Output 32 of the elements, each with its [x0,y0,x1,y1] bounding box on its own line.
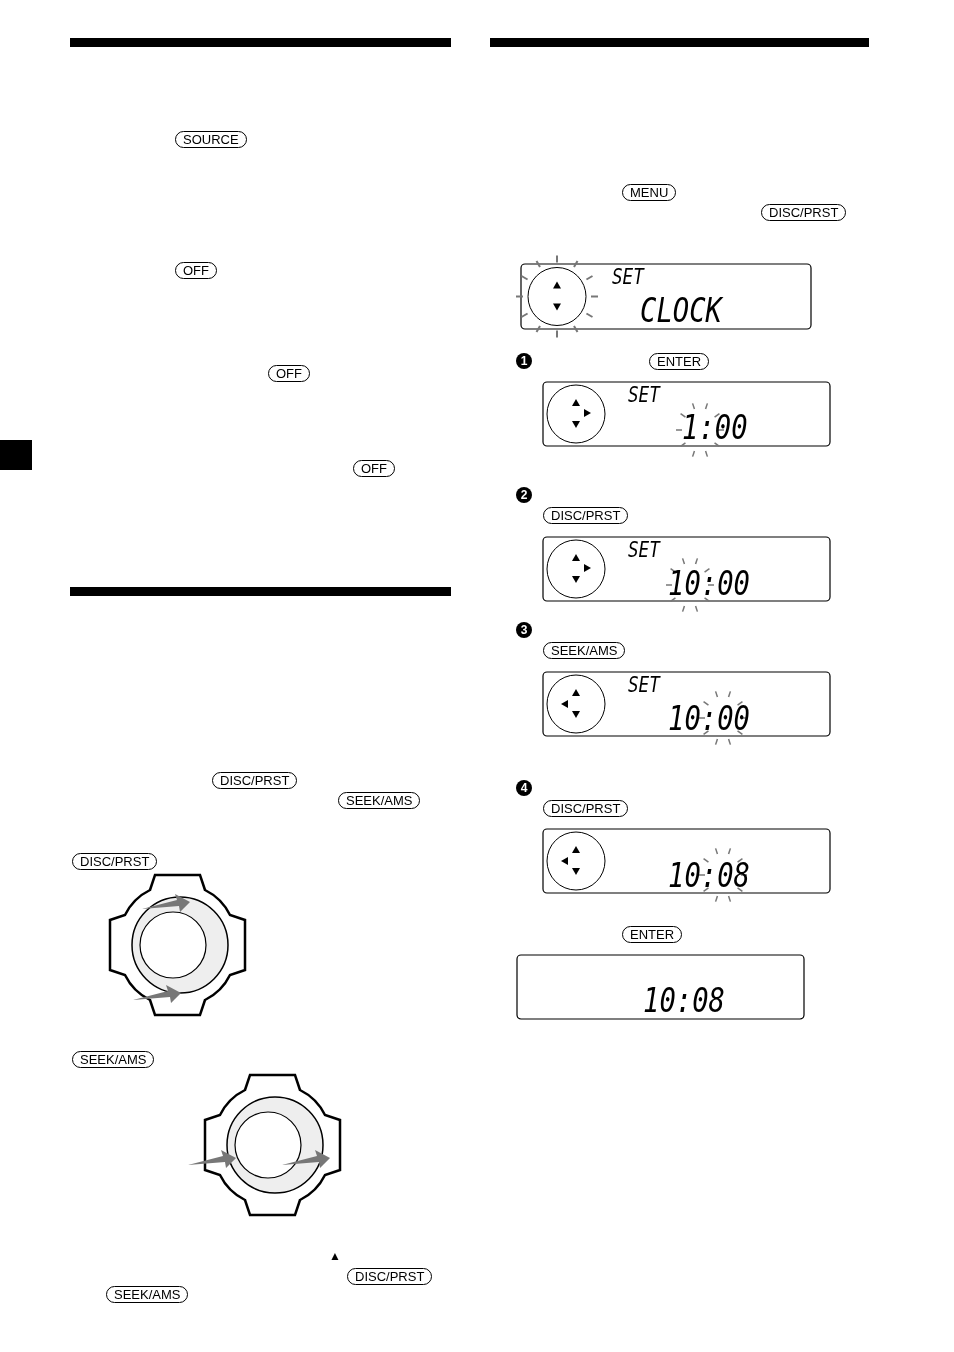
step-number: 3 [516,622,532,638]
button-label: OFF [268,365,310,382]
display-readout: CLOCK [640,293,722,327]
button-label: MENU [622,184,677,201]
display-readout: 10:08 [668,858,750,892]
button-label: ENTER [649,353,710,370]
step-number: 1 [516,353,532,369]
step-number: 4 [516,780,532,796]
button-label: SEEK/AMS [106,1286,189,1303]
button-label: SOURCE [175,131,247,148]
display-text: SET [612,266,644,288]
display-text: SET [628,539,660,561]
button-label: DISC/PRST [543,800,629,817]
button-label: DISC/PRST [347,1268,433,1285]
button-label: SEEK/AMS [338,792,421,809]
button-label: OFF [175,262,217,279]
display-readout: 10:00 [668,701,750,735]
button-label: DISC/PRST [212,772,298,789]
button-label: ENTER [622,926,683,943]
triangle-symbol: ▲ [329,1250,341,1263]
display-text: SET [628,674,660,696]
button-label: DISC/PRST [761,204,847,221]
button-label: SEEK/AMS [543,642,626,659]
display-readout: 10:00 [668,566,750,600]
step-number: 2 [516,487,532,503]
button-label: DISC/PRST [543,507,629,524]
display-readout: 10:08 [643,983,725,1017]
display-text: SET [628,384,660,406]
button-label: DISC/PRST [72,853,158,870]
button-label: SEEK/AMS [72,1051,155,1068]
button-label: OFF [353,460,395,477]
display-readout: 1:00 [682,410,748,444]
